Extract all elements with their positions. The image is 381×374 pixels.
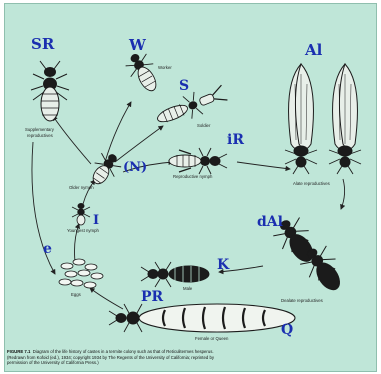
male-king-termite — [141, 262, 209, 287]
letter-e: e — [43, 241, 52, 257]
label-male: Male — [183, 286, 193, 291]
label-youngest-nymph: Youngest nymph — [67, 228, 99, 233]
arrow-alate-to-dealate — [341, 179, 345, 209]
label-supplementary-2: reproductives — [27, 133, 53, 138]
soldier-termite — [153, 81, 229, 130]
older-nymph-termite — [85, 149, 124, 190]
caption-line-3: permission of the University of Californ… — [7, 360, 373, 366]
label-dealate-reproductives: Dealate reproductives — [281, 298, 323, 303]
figure-caption: FIGURE 7.1 Diagram of the life history o… — [7, 349, 373, 366]
letter-q: Q — [281, 322, 293, 338]
letter-sr: SR — [31, 35, 55, 53]
alate-reproductive-right — [329, 64, 361, 174]
alate-reproductive-left — [285, 64, 317, 174]
caption-figure-number: FIGURE 7.1 — [7, 349, 30, 354]
label-reproductive-nymph: Reproductive nymph — [173, 174, 213, 179]
youngest-nymph-termite — [72, 204, 90, 226]
eggs-cluster — [59, 259, 103, 288]
label-worker: Worker — [158, 65, 172, 70]
label-soldier: Soldier — [197, 123, 211, 128]
label-supplementary-1: Supplementary — [25, 127, 55, 132]
arrow-older-to-soldier — [115, 126, 163, 162]
reproductive-nymph-termite — [169, 148, 227, 174]
supplementary-reproductive-termite — [31, 61, 69, 121]
letter-n: (N) — [123, 160, 147, 175]
letter-i: I — [93, 213, 99, 228]
worker-termite — [122, 49, 165, 97]
arrow-queen-to-eggs — [90, 288, 123, 309]
label-older-nymph: Older nymph — [69, 185, 94, 190]
arrow-repro-to-alate — [237, 162, 290, 169]
caption-text-1: Diagram of the life history of castes in… — [33, 349, 214, 354]
letter-al: Al — [304, 41, 323, 59]
arrow-older-to-supplementary — [53, 116, 91, 164]
letter-s: S — [179, 78, 189, 94]
termite-caste-diagram: SR W S Al iR (N) I dAl e K PR Q Worker S… — [5, 4, 377, 372]
queen-termite — [109, 304, 295, 332]
arrow-youngest-to-older — [83, 180, 95, 204]
letter-w: W — [128, 36, 147, 54]
label-female-queen: Female or Queen — [195, 336, 229, 341]
letter-k: K — [217, 257, 230, 273]
label-eggs: Eggs — [71, 292, 81, 297]
figure-frame: SR W S Al iR (N) I dAl e K PR Q Worker S… — [4, 3, 377, 372]
letter-dal: dAl — [257, 214, 283, 230]
letter-ir: iR — [227, 132, 244, 148]
label-alate-reproductives: Alate reproductives — [293, 181, 330, 186]
letter-pr: PR — [141, 289, 164, 305]
